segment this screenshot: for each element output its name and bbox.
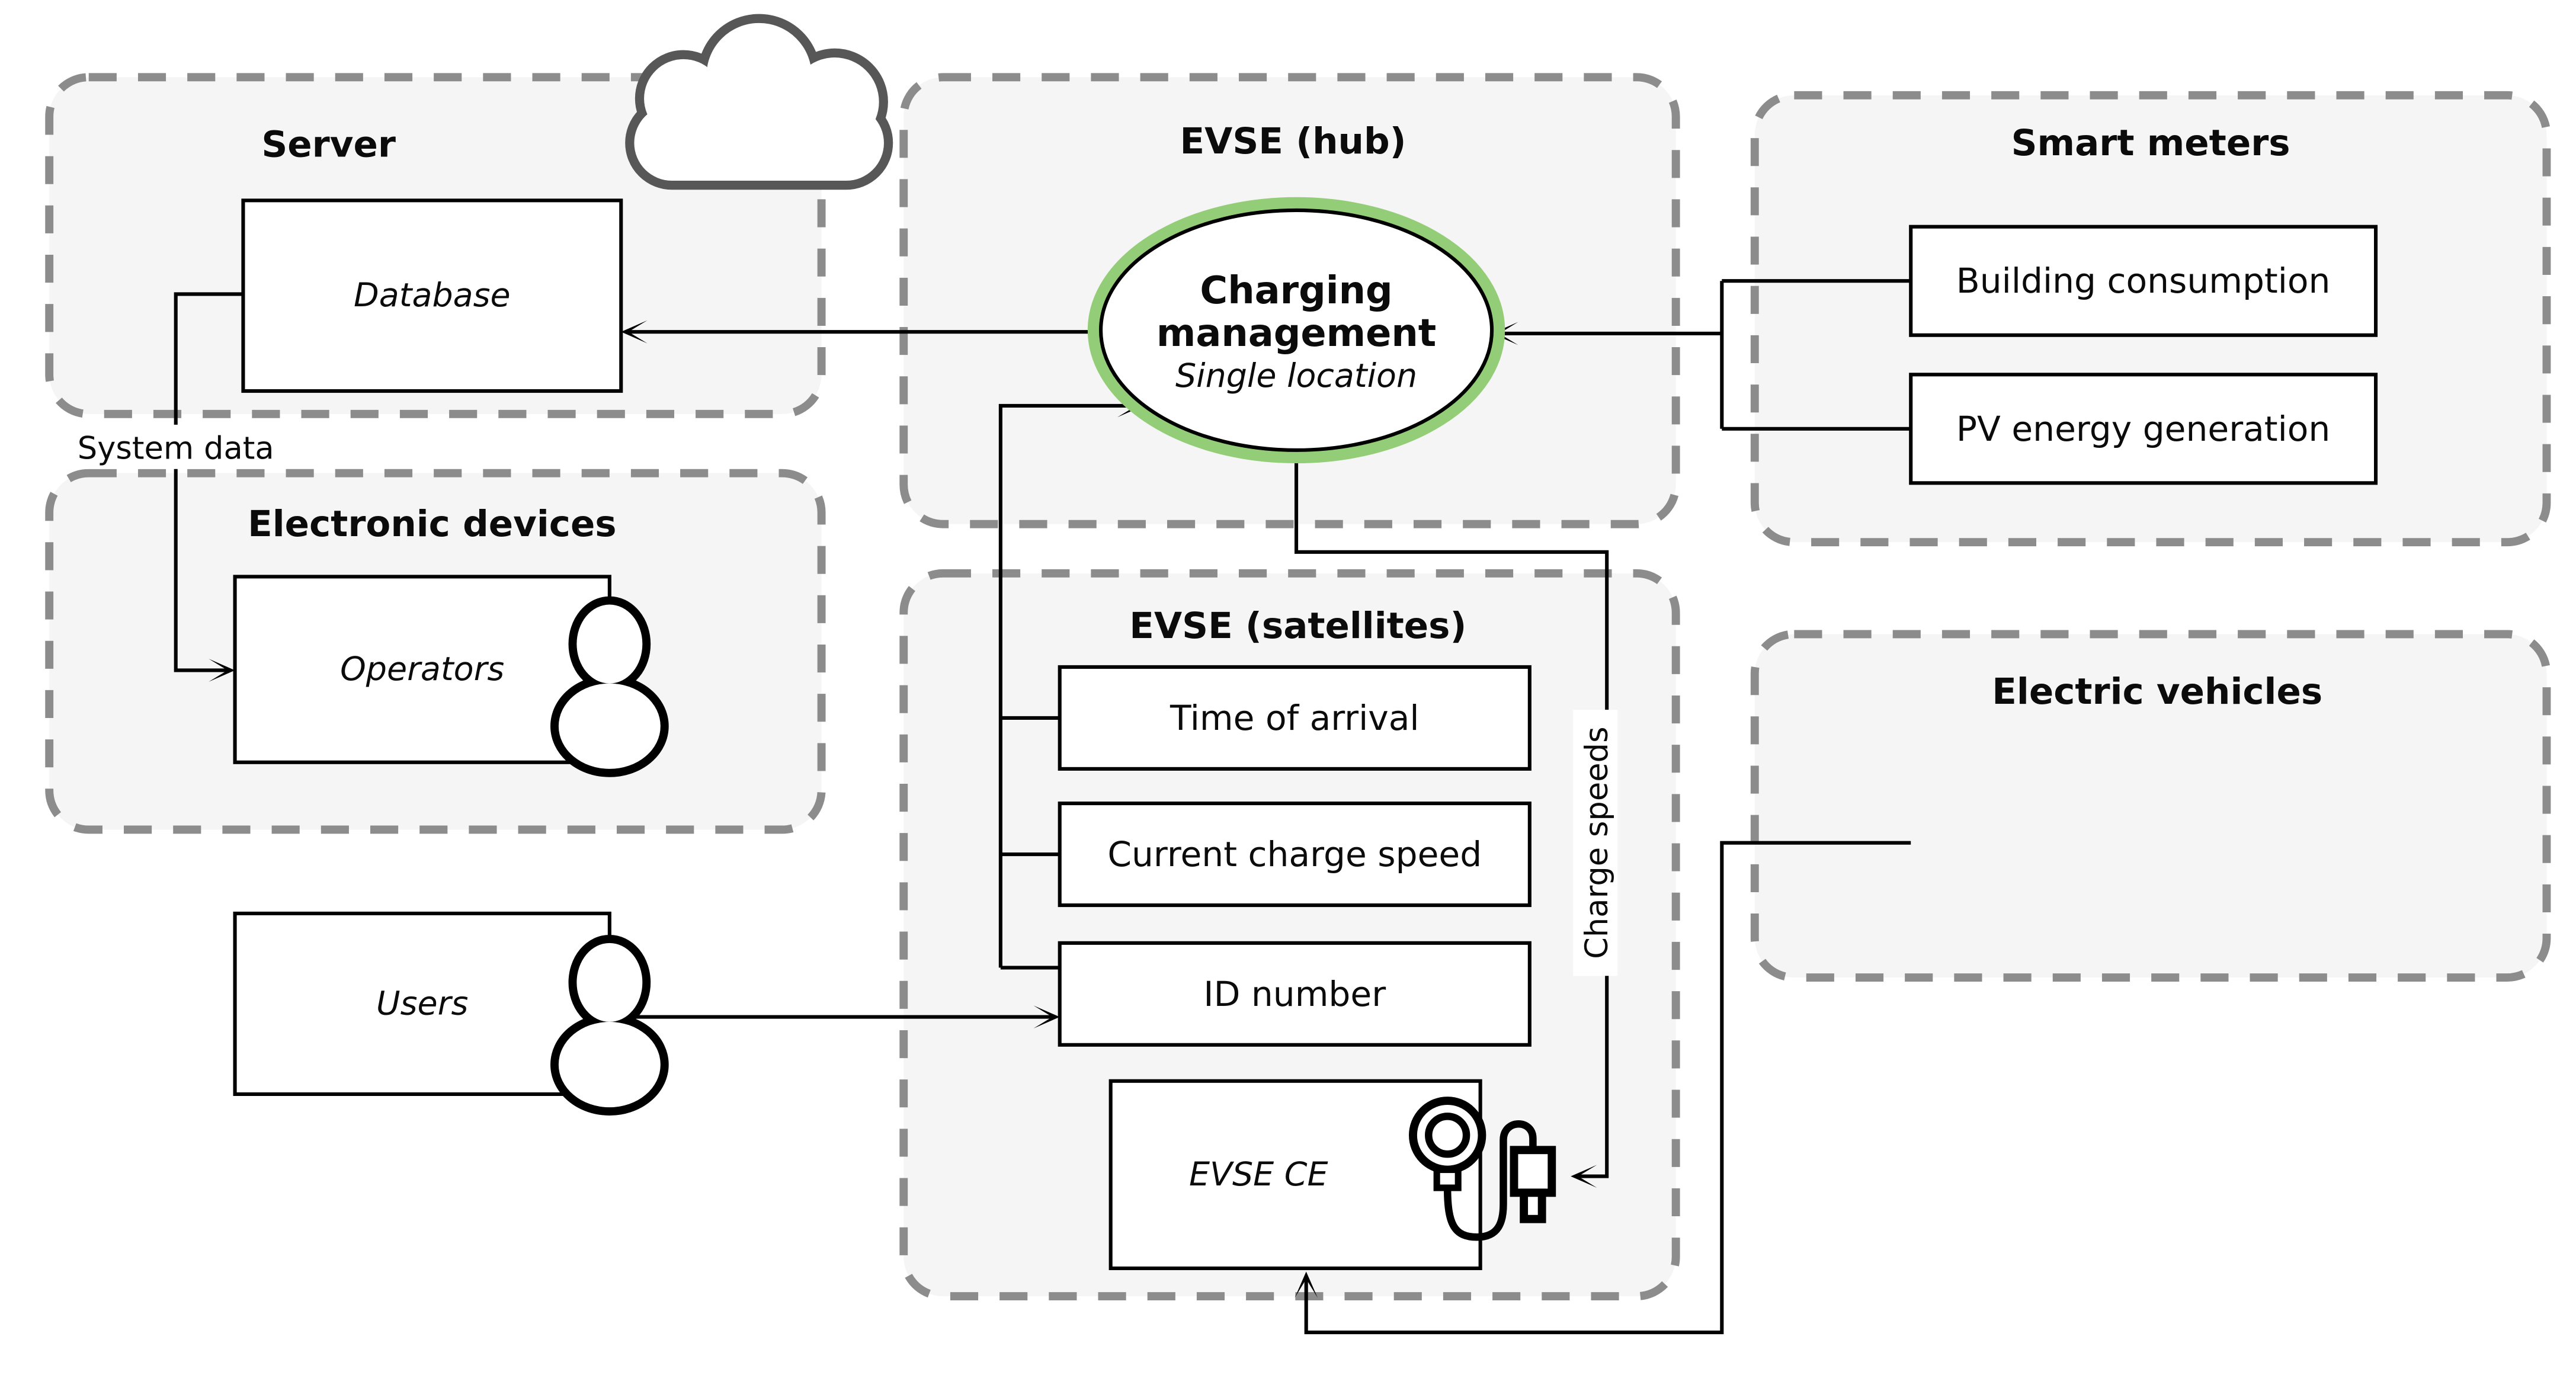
node-label-operators: Operators (340, 650, 504, 688)
edge-hub-charge-speeds-to-plug (1295, 450, 1609, 1178)
edge-label-text-charge-speeds: Charge speeds (1579, 726, 1615, 959)
node-operators (233, 575, 611, 764)
charging-management-sublabel: Single location (1175, 357, 1417, 395)
edge-satellites-trunk-to-hub (998, 403, 1136, 968)
person-icon-operators (550, 596, 669, 777)
node-charging-management (1098, 208, 1494, 452)
edge-database-to-operators (174, 292, 243, 672)
charging-management-green-ring (1087, 197, 1505, 464)
layer-edges (174, 279, 1911, 1335)
node-label-time-of-arrival: Time of arrival (1170, 698, 1420, 738)
node-label-building-consumption: Building consumption (1956, 261, 2331, 301)
charging-plug-icon (1409, 1097, 1556, 1241)
node-label-current-charge-speed: Current charge speed (1107, 834, 1482, 874)
node-id-number (1058, 941, 1531, 1047)
node-pv-energy-generation (1909, 373, 2378, 485)
arrowhead-max-charge-speed-to-evse-ce (1295, 1271, 1318, 1298)
node-current-charge-speed (1058, 802, 1531, 908)
node-label-pv-energy-generation: PV energy generation (1956, 409, 2330, 449)
layer-icons (550, 14, 1556, 1241)
node-label-database: Database (354, 277, 511, 315)
arrowhead-hub-to-database (621, 320, 648, 344)
node-users (233, 911, 611, 1097)
node-label-users: Users (376, 985, 468, 1023)
edge-label-text-system-data: System data (78, 431, 274, 467)
arrowhead-database-to-operators (209, 659, 235, 682)
edge-label-system-data: System data (65, 424, 286, 469)
charging-management-label-line1: Charging (1200, 269, 1392, 313)
charging-management-label-line2: management (1156, 312, 1436, 355)
group-title-server: Server (261, 124, 396, 166)
group-title-evse-satellites: EVSE (satellites) (1129, 605, 1466, 647)
node-label-evse-ce: EVSE CE (1189, 1156, 1328, 1194)
edge-max-charge-speed-to-evse-ce (1304, 841, 1911, 1335)
group-title-evse-hub: EVSE (hub) (1180, 120, 1406, 162)
group-title-electronic-devices: Electronic devices (248, 503, 617, 545)
person-icon-users (550, 934, 669, 1116)
node-time-of-arrival (1058, 665, 1531, 771)
group-title-smart-meters: Smart meters (2011, 122, 2290, 164)
node-building-consumption (1909, 225, 2378, 337)
node-database (241, 198, 623, 393)
group-electric-vehicles (1750, 630, 2551, 982)
arrowhead-users-to-id-number (1033, 1005, 1060, 1029)
edge-label-charge-speeds: Charge speeds (1573, 710, 1618, 976)
arrowhead-hub-charge-speeds-to-plug (1571, 1165, 1597, 1188)
cloud-icon (625, 14, 893, 190)
node-label-id-number: ID number (1203, 974, 1386, 1014)
group-title-electric-vehicles: Electric vehicles (1992, 671, 2322, 713)
